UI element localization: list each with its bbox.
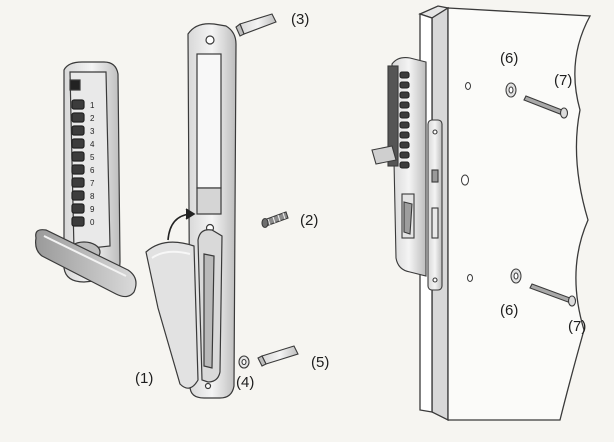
keypad-button [71,203,85,214]
lever-handle [35,229,137,298]
keypad-glyph: 8 [90,192,95,201]
keypad-button [399,71,410,79]
keypad-glyph: 3 [90,127,95,136]
keypad-button [399,111,410,119]
keypad-button [399,121,410,129]
label-part-7-bottom: (7) [568,318,587,335]
label-part-6-bottom: (6) [500,302,519,319]
part-5-spindle [257,345,299,367]
part-7-screw-top [523,95,569,119]
keypad-glyph: 6 [90,166,95,175]
keypad-button [399,81,410,89]
keypad-glyph: 9 [90,205,95,214]
part-1-cover [145,241,199,389]
keypad-button [399,141,410,149]
mounted-lock [371,57,427,277]
part-2-screw [261,211,289,229]
keypad-button [399,161,410,169]
fold-arrow [167,208,196,241]
keypad-button [71,112,85,123]
mounted-keypad [399,71,410,169]
label-part-7-top: (7) [554,72,573,89]
label-part-2: (2) [300,212,319,229]
keypad-button [71,125,85,136]
keypad-button [399,131,410,139]
part-6-hole-top [505,82,517,98]
keypad-button [71,164,85,175]
keypad-button [71,190,85,201]
back-plate [187,23,237,399]
door-panel [418,5,592,422]
mortise-lock [427,119,443,291]
label-part-3: (3) [291,11,310,28]
label-part-5: (5) [311,354,330,371]
part-6-hole-bottom [510,268,522,284]
keypad-button [399,101,410,109]
part-7-screw-bottom [529,283,577,307]
keypad-button [71,99,85,110]
part-4-washer [238,355,250,369]
keypad-buttons: 1 2 3 4 5 6 7 8 9 0 [71,99,95,227]
keypad-button [399,91,410,99]
keypad-button [71,151,85,162]
keypad-button [71,138,85,149]
keypad-glyph: 2 [90,114,95,123]
door-holes [461,82,473,282]
keypad-glyph: 4 [90,140,95,149]
keypad-button [399,151,410,159]
label-part-4: (4) [236,374,255,391]
keypad-button [71,216,85,227]
label-part-1: (1) [135,370,154,387]
keypad-glyph: 5 [90,153,95,162]
keypad-glyph: 1 [90,101,95,110]
keypad-glyph: 0 [90,218,95,227]
keypad-button [71,177,85,188]
keypad-glyph: 7 [90,179,95,188]
keypad-lock-body: 1 2 3 4 5 6 7 8 9 0 [63,61,121,283]
part-3-spindle [235,13,277,37]
label-part-6-top: (6) [500,50,519,67]
